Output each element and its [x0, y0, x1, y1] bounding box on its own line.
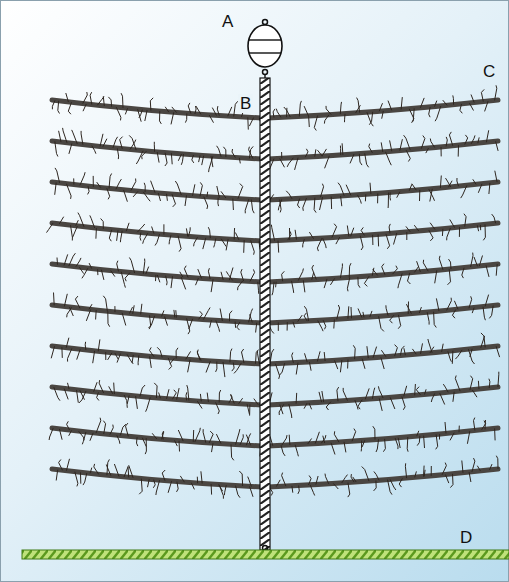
branch-stem — [268, 387, 498, 405]
brush-branches — [47, 85, 500, 498]
branch-twigs — [270, 418, 495, 457]
branch-twigs — [270, 171, 497, 213]
branch-stem — [52, 305, 262, 323]
branch-twigs — [54, 380, 258, 416]
branch-stem — [52, 182, 262, 200]
branch-twigs — [270, 130, 499, 170]
branch-stem — [268, 223, 498, 241]
branch-twigs — [57, 253, 259, 294]
branch-twigs — [273, 85, 497, 130]
branch-twigs — [271, 214, 495, 253]
branch-twigs — [272, 253, 497, 296]
part-label: A — [220, 12, 235, 31]
branch-twigs — [55, 128, 262, 172]
part-label: C — [481, 62, 497, 81]
branch-twigs — [269, 456, 498, 497]
branch-stem — [268, 469, 498, 487]
branch-twigs — [269, 372, 499, 418]
part-label: D — [458, 528, 474, 547]
buoy — [248, 20, 282, 79]
branch-stem — [268, 141, 498, 159]
branch-twigs — [56, 459, 266, 499]
branch-twigs — [52, 92, 261, 130]
branch-stem — [268, 305, 498, 323]
branch-twigs — [51, 338, 259, 377]
branch-twigs — [54, 293, 257, 335]
part-label: B — [238, 94, 253, 113]
branch-stem — [268, 182, 498, 200]
rope — [260, 78, 270, 550]
branch-stem — [52, 141, 262, 159]
branch-twigs — [55, 168, 263, 213]
seabed — [22, 550, 509, 559]
branch-stem — [268, 346, 498, 364]
branch-twigs — [47, 213, 261, 255]
branch-twigs — [270, 333, 500, 379]
branch-twigs — [268, 295, 493, 334]
branch-stem — [268, 428, 498, 446]
branch-twigs — [49, 418, 261, 461]
branch-stem — [268, 100, 498, 118]
